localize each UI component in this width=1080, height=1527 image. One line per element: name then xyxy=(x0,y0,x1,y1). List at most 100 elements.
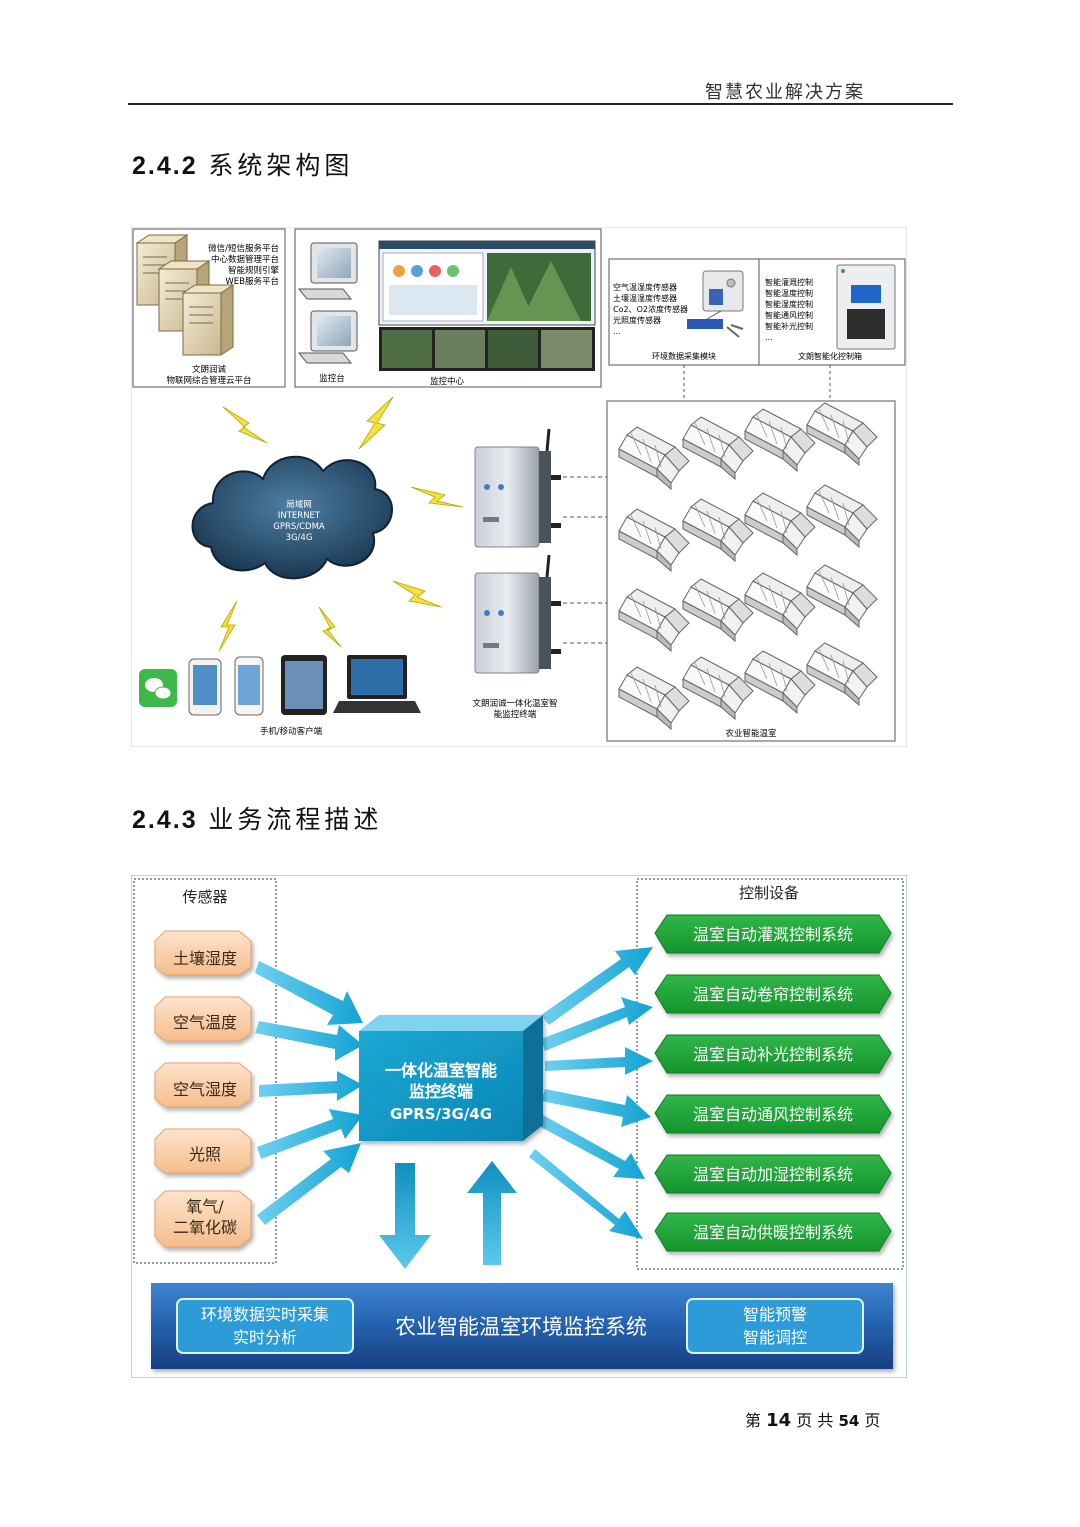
control-group-box xyxy=(636,878,904,1270)
tablet-icon xyxy=(281,655,327,715)
realtime-collection-label: 环境数据实时采集 xyxy=(201,1305,329,1324)
terminal-caption-1: 文朗润诚一体化温室智 xyxy=(472,698,557,709)
mobile-caption: 手机/移动客户端 xyxy=(260,726,323,737)
center-label-1: 一体化温室智能 xyxy=(385,1061,497,1080)
sensor-1: 空气温湿度传感器 xyxy=(613,282,677,292)
control-group-title: 控制设备 xyxy=(739,884,799,902)
control-item xyxy=(654,1154,892,1194)
footer-mid: 页 共 xyxy=(796,1411,834,1430)
terminal-device-icon xyxy=(473,553,563,675)
center-label-3: GPRS/3G/4G xyxy=(390,1105,492,1123)
sensor-label-co2: 二氧化碳 xyxy=(173,1218,237,1237)
control-label-heating: 温室自动供暖控制系统 xyxy=(693,1223,853,1242)
down-arrow-icon xyxy=(379,1163,431,1269)
control-label-lighting: 温室自动补光控制系统 xyxy=(693,1045,853,1064)
input-arrows xyxy=(255,961,363,1225)
sensor-item xyxy=(154,1190,252,1248)
header-title: 智慧农业解决方案 xyxy=(705,82,865,103)
sensor-item xyxy=(154,1128,252,1174)
platform-caption-1: 文朗润诚 xyxy=(192,364,227,375)
section-title-architecture: 2.4.2 系统架构图 xyxy=(132,146,353,182)
system-title: 农业智能温室环境监控系统 xyxy=(395,1315,647,1339)
monitor-console-label: 监控台 xyxy=(319,373,345,384)
control-4: 智能通风控制 xyxy=(765,310,813,320)
network-label-3: GPRS/CDMA xyxy=(273,522,325,532)
sensor-5: ... xyxy=(613,327,621,336)
control-2: 智能温度控制 xyxy=(765,288,813,298)
platform-service-1: 微信/短信服务平台 xyxy=(208,243,279,254)
sensor-group-title: 传感器 xyxy=(182,888,227,906)
smart-warning-label: 智能预警 xyxy=(743,1305,807,1324)
control-6: ... xyxy=(765,333,773,342)
center-terminal-box xyxy=(359,1015,543,1141)
sensor-4: 光照度传感器 xyxy=(613,315,661,325)
monitor-center-screens xyxy=(378,240,596,371)
section-text: 业务流程描述 xyxy=(208,805,383,834)
laptop-icon xyxy=(333,655,421,713)
platform-service-2: 中心数据管理平台 xyxy=(211,254,279,265)
network-label-2: INTERNET xyxy=(278,511,321,521)
control-box-caption: 文朗智能化控制箱 xyxy=(798,351,862,361)
platform-service-3: 智能规则引擎 xyxy=(228,265,280,276)
section-number: 2.4.3 xyxy=(132,806,198,834)
control-box-icon xyxy=(836,264,896,350)
section-title-flow: 2.4.3 业务流程描述 xyxy=(132,800,382,836)
control-item xyxy=(654,1094,892,1134)
sensor-group-box xyxy=(133,878,277,1264)
control-label-irrigation: 温室自动灌溉控制系统 xyxy=(693,925,853,944)
sensor-items xyxy=(154,930,252,1248)
section-text: 系统架构图 xyxy=(208,151,354,180)
sensor-device-icon xyxy=(687,270,744,338)
sensor-item xyxy=(154,996,252,1042)
sensor-module-caption: 环境数据采集模块 xyxy=(652,351,716,361)
lightning-icon xyxy=(218,396,464,652)
sensor-2: 土壤温湿度传感器 xyxy=(613,293,677,303)
realtime-analysis-label: 实时分析 xyxy=(233,1328,297,1347)
realtime-collection-panel xyxy=(176,1298,354,1354)
control-label-ventilation: 温室自动通风控制系统 xyxy=(693,1105,853,1124)
network-label-1: 局域网 xyxy=(286,499,312,510)
business-flow-diagram: 传感器 土壤湿度 空气温度 空气湿度 光照 氧气/ 二氧化碳 控制设备 温室自动… xyxy=(131,875,907,1378)
smart-control-label: 智能调控 xyxy=(743,1328,807,1347)
network-cloud-icon xyxy=(191,455,393,580)
control-1: 智能灌溉控制 xyxy=(765,277,813,287)
sensor-label-soil-moisture: 土壤湿度 xyxy=(173,949,237,968)
header-rule xyxy=(128,103,953,105)
control-item xyxy=(654,974,892,1014)
control-item xyxy=(654,1212,892,1252)
sensor-item xyxy=(154,930,252,976)
control-items xyxy=(654,914,892,1252)
control-item xyxy=(654,914,892,954)
monitor-center-label: 监控中心 xyxy=(430,376,465,387)
sensor-label-light: 光照 xyxy=(189,1145,221,1164)
output-arrows xyxy=(529,947,653,1239)
page-footer: 第 14 页 共 54 页 xyxy=(745,1407,880,1431)
control-3: 智能湿度控制 xyxy=(765,299,813,309)
control-item xyxy=(654,1034,892,1074)
terminal-links xyxy=(563,476,607,644)
platform-caption-2: 物联网综合管理云平台 xyxy=(166,375,251,386)
sensor-label-air-humidity: 空气湿度 xyxy=(173,1080,237,1099)
wechat-icon xyxy=(139,669,177,707)
greenhouse-caption: 农业智能温室 xyxy=(725,728,777,739)
control-label-curtain: 温室自动卷帘控制系统 xyxy=(693,985,853,1004)
sensor-3: Co2、O2浓度传感器 xyxy=(613,304,688,314)
footer-prefix: 第 xyxy=(745,1411,762,1430)
platform-service-4: WEB服务平台 xyxy=(225,276,279,287)
architecture-diagram: 微信/短信服务平台 中心数据管理平台 智能规则引擎 WEB服务平台 文朗润诚 物… xyxy=(131,227,907,747)
server-icon xyxy=(182,284,234,356)
network-label-4: 3G/4G xyxy=(286,533,313,543)
control-label-humidify: 温室自动加湿控制系统 xyxy=(693,1165,853,1184)
footer-suffix: 页 xyxy=(864,1411,881,1430)
sensor-item xyxy=(154,1062,252,1108)
footer-page-number: 14 xyxy=(766,1410,792,1431)
control-5: 智能补光控制 xyxy=(765,321,813,331)
section-number: 2.4.2 xyxy=(132,152,198,180)
sensor-label-oxygen: 氧气/ xyxy=(186,1197,224,1216)
terminal-caption-2: 能监控终端 xyxy=(494,709,537,720)
up-arrow-icon xyxy=(467,1161,517,1265)
monitor-console-icon xyxy=(297,242,358,364)
phone-icon xyxy=(188,656,264,716)
smart-warning-panel xyxy=(686,1298,864,1354)
sensor-label-air-temp: 空气温度 xyxy=(173,1013,237,1032)
